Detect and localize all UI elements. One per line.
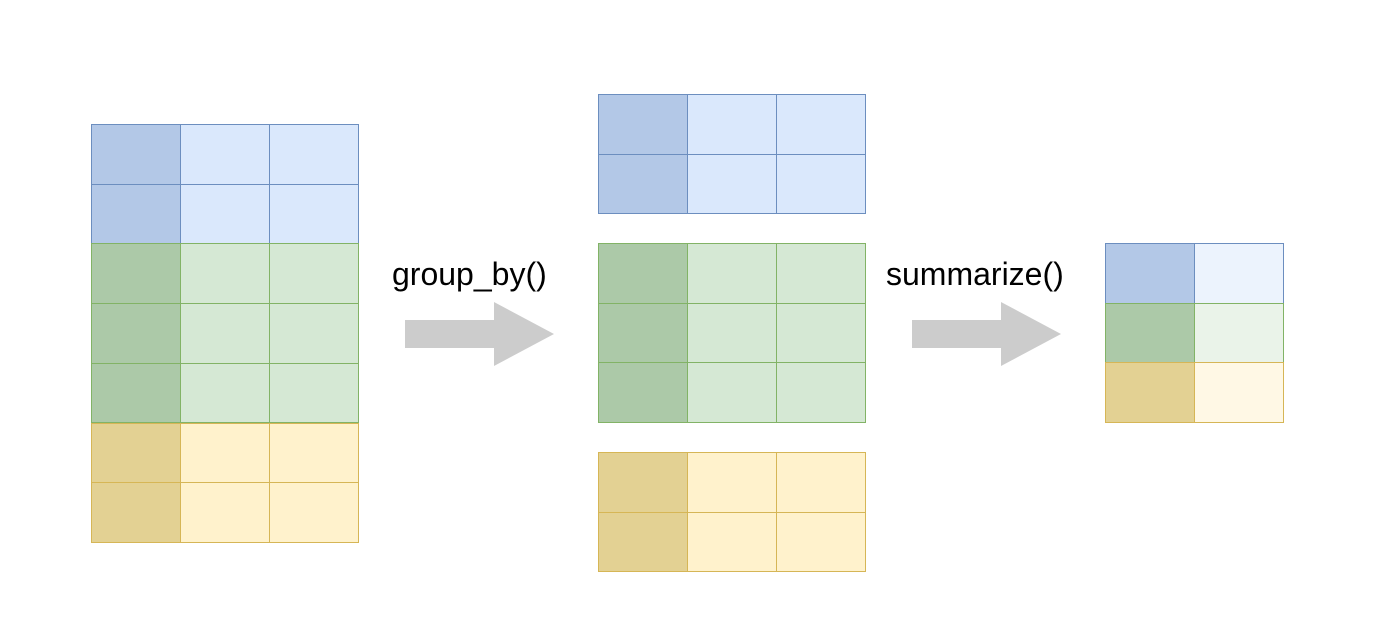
source-value-cell-green: [269, 362, 359, 424]
grouped-key-cell-blue: [598, 94, 688, 155]
source-value-cell-yellow: [269, 422, 359, 484]
source-key-cell-yellow: [91, 422, 181, 484]
grouped-value-cell-yellow: [687, 452, 777, 513]
grouped-value-cell-blue: [776, 153, 866, 215]
grouped-key-cell-green: [598, 302, 688, 364]
grouped-value-cell-green: [776, 362, 866, 424]
summary-value-cell-blue: [1194, 243, 1284, 304]
summary-key-cell-blue: [1105, 243, 1195, 304]
grouped-key-cell-yellow: [598, 452, 688, 513]
source-value-cell-blue: [180, 124, 270, 185]
grouped-key-cell-yellow: [598, 511, 688, 573]
right-arrow-icon: [405, 302, 554, 366]
grouped-value-cell-green: [687, 362, 777, 424]
source-key-cell-green: [91, 303, 181, 364]
source-value-cell-yellow: [180, 422, 270, 484]
source-value-cell-blue: [269, 124, 359, 185]
right-arrow-icon: [912, 302, 1061, 366]
grouped-value-cell-blue: [687, 153, 777, 215]
grouped-value-cell-yellow: [776, 511, 866, 573]
summary-value-cell-yellow: [1194, 362, 1284, 424]
grouped-value-cell-green: [687, 302, 777, 364]
source-value-cell-green: [269, 303, 359, 364]
source-value-cell-blue: [180, 183, 270, 245]
source-value-cell-yellow: [269, 482, 359, 543]
source-value-cell-green: [180, 303, 270, 364]
source-key-cell-green: [91, 243, 181, 305]
summarize-label: summarize(): [886, 256, 1064, 292]
grouped-value-cell-blue: [776, 94, 866, 155]
grouped-value-cell-yellow: [687, 511, 777, 573]
grouped-value-cell-green: [687, 243, 777, 304]
source-value-cell-green: [269, 243, 359, 305]
grouped-key-cell-green: [598, 243, 688, 304]
grouped-key-cell-blue: [598, 153, 688, 215]
grouped-value-cell-yellow: [776, 452, 866, 513]
grouped-value-cell-green: [776, 302, 866, 364]
grouped-value-cell-blue: [687, 94, 777, 155]
source-value-cell-green: [180, 243, 270, 305]
summary-value-cell-green: [1194, 302, 1284, 364]
source-value-cell-blue: [269, 183, 359, 245]
source-value-cell-green: [180, 362, 270, 424]
source-value-cell-yellow: [180, 482, 270, 543]
group-by-label: group_by(): [392, 256, 547, 292]
summary-key-cell-green: [1105, 302, 1195, 364]
source-key-cell-green: [91, 362, 181, 424]
source-key-cell-blue: [91, 183, 181, 245]
grouped-value-cell-green: [776, 243, 866, 304]
source-key-cell-blue: [91, 124, 181, 185]
grouped-key-cell-green: [598, 362, 688, 424]
summary-key-cell-yellow: [1105, 362, 1195, 424]
source-key-cell-yellow: [91, 482, 181, 543]
